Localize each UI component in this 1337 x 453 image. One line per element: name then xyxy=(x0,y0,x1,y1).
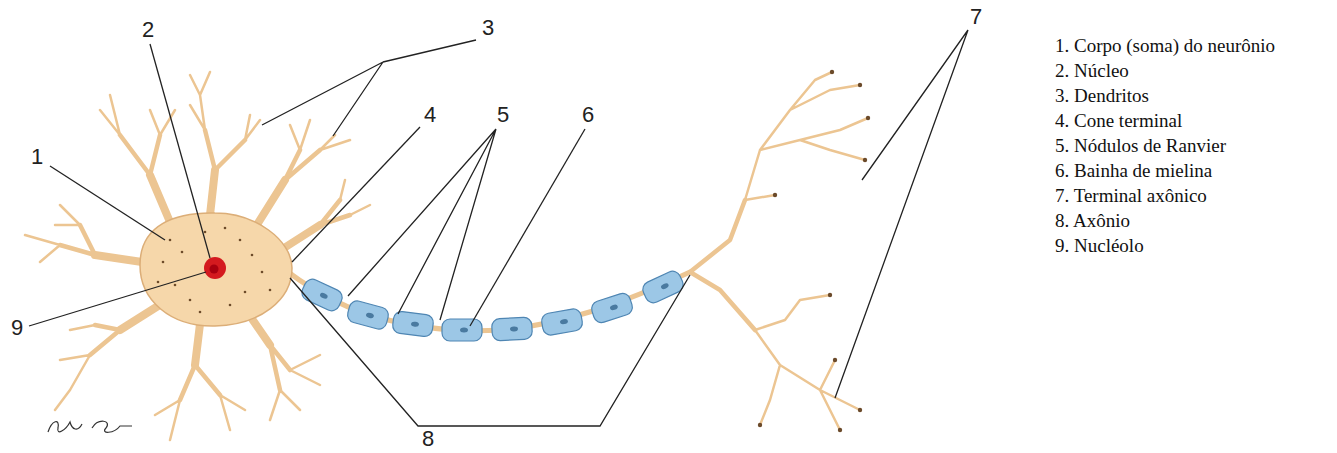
callout-number: 3 xyxy=(482,17,494,39)
neuron-branches xyxy=(25,72,868,440)
callout-number: 5 xyxy=(497,104,509,126)
myelin-sheath xyxy=(299,269,686,341)
leader-lines xyxy=(29,30,968,426)
callout-number: 9 xyxy=(11,317,23,339)
key-entry: 5. Nódulos de Ranvier xyxy=(1055,136,1226,155)
dendrite-trunks xyxy=(95,170,320,365)
callout-number: 6 xyxy=(582,104,594,126)
dendrite-branches xyxy=(60,130,755,400)
callout-number: 8 xyxy=(422,428,434,450)
key-entry: 3. Dendritos xyxy=(1055,86,1149,105)
key-entry: 8. Axônio xyxy=(1055,211,1130,230)
nucleus xyxy=(204,257,226,279)
callout-number: 2 xyxy=(142,19,154,41)
key-entry: 9. Nucléolo xyxy=(1055,236,1144,255)
callout-number: 7 xyxy=(970,6,982,28)
key-entry: 7. Terminal axônico xyxy=(1055,186,1207,205)
nucleolus xyxy=(210,265,219,274)
nissl-granules xyxy=(157,227,272,314)
key-entry: 6. Bainha de mielina xyxy=(1055,161,1212,180)
axon xyxy=(286,270,690,331)
key-entry: 1. Corpo (soma) do neurônio xyxy=(1055,36,1275,55)
callout-number: 4 xyxy=(424,104,436,126)
key-entry: 2. Núcleo xyxy=(1055,61,1129,80)
artist-signature xyxy=(48,421,132,432)
synaptic-knobs xyxy=(758,70,870,432)
callout-number: 1 xyxy=(31,146,43,168)
key-entry: 4. Cone terminal xyxy=(1055,111,1182,130)
soma xyxy=(140,213,292,326)
dendrite-twigs xyxy=(25,72,868,440)
